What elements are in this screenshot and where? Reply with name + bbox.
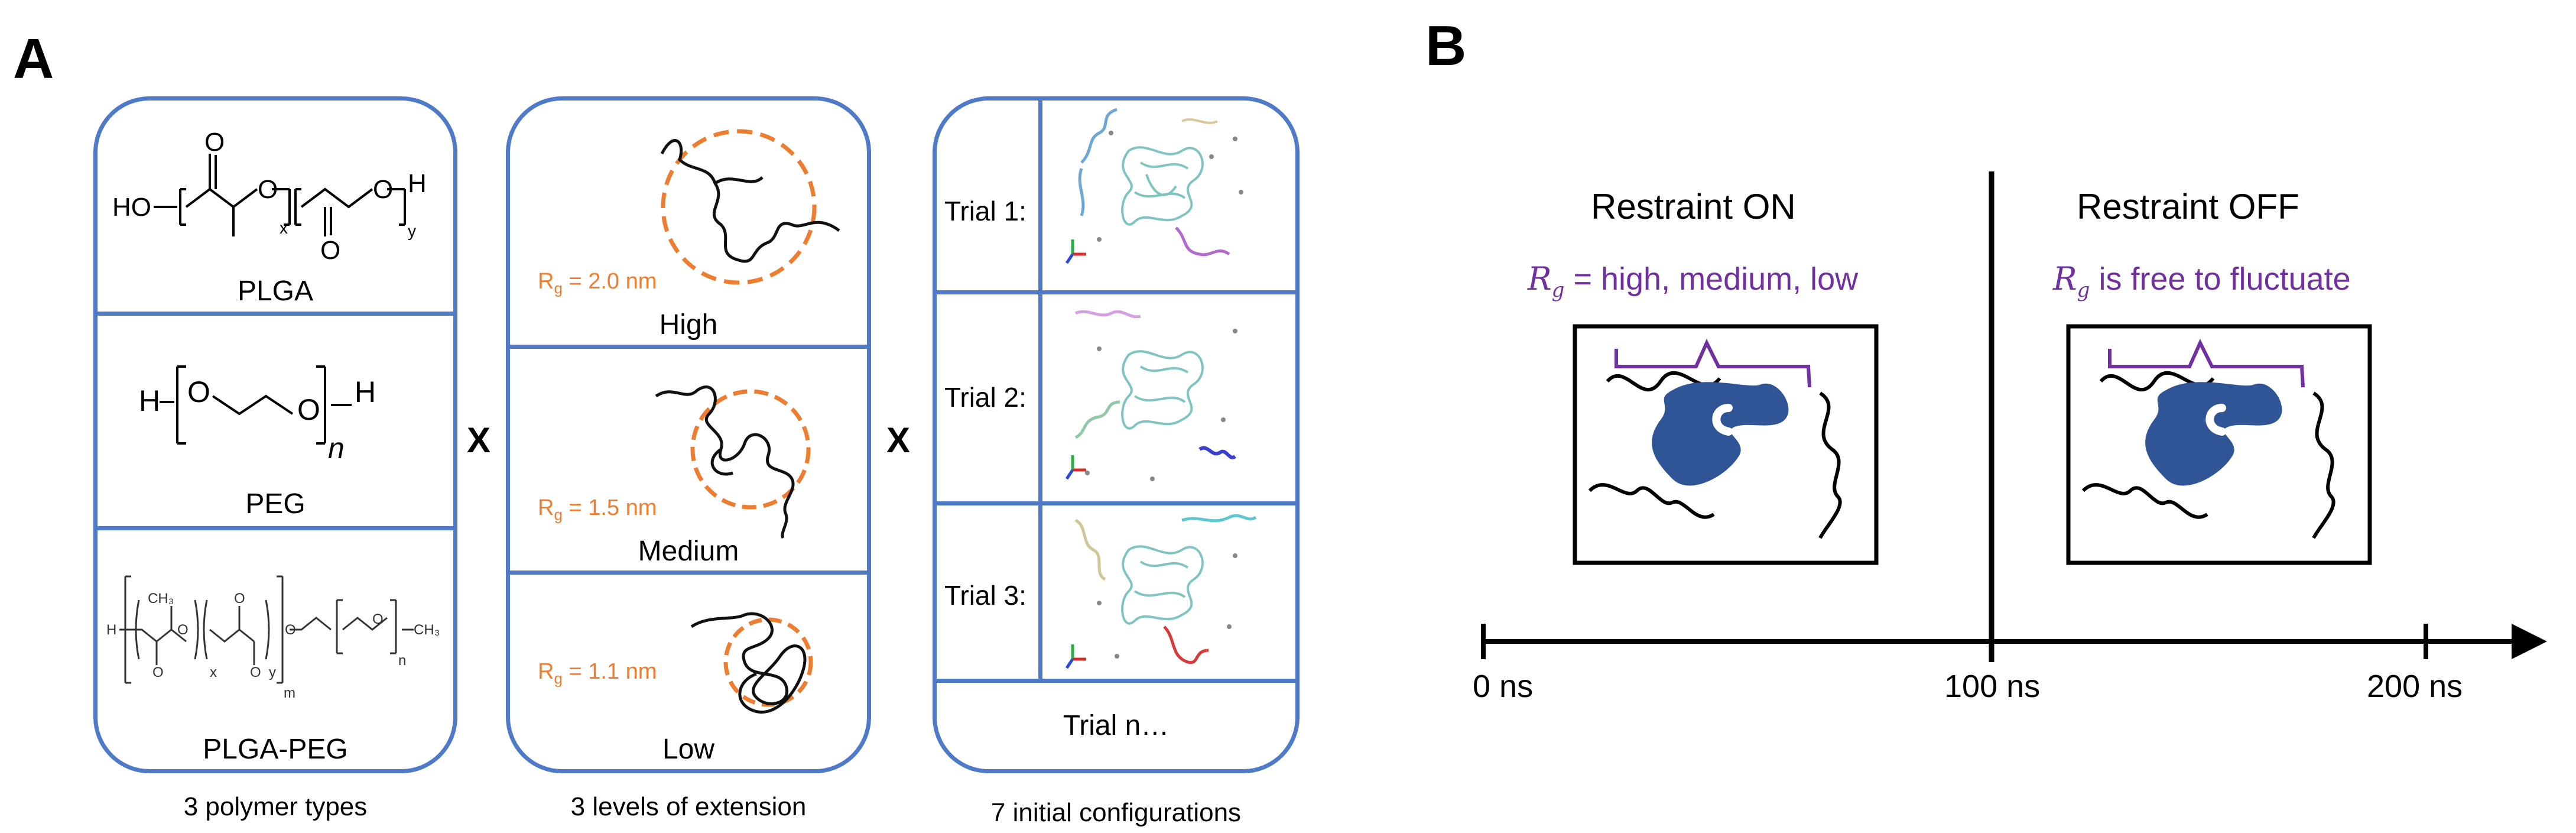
extension-label-medium: Medium (638, 536, 739, 567)
svg-text:n: n (398, 653, 406, 669)
svg-text:O: O (285, 622, 296, 638)
extension-levels-caption: 3 levels of extension (570, 792, 807, 821)
rg-low-value: Rg = 1.1 nm (538, 659, 657, 688)
polymer-divider-2 (95, 526, 456, 530)
svg-text:O: O (187, 375, 210, 409)
extension-divider-1 (508, 345, 869, 349)
svg-text:y: y (408, 222, 416, 240)
svg-text:x: x (280, 219, 288, 237)
configs-divider-2 (934, 501, 1298, 505)
svg-text:n: n (328, 432, 345, 465)
svg-text:O: O (234, 591, 245, 607)
polymer-divider-1 (95, 312, 456, 316)
initial-configs-box (933, 96, 1300, 773)
svg-text:H: H (408, 169, 427, 198)
times-symbol-2: X (886, 420, 911, 460)
plga-peg-structure-icon: H CH₃ O O x O O y m O O n CH₃ (106, 575, 440, 701)
svg-text:x: x (210, 665, 217, 680)
peg-structure-icon: H O O H n (139, 365, 376, 465)
restraint-off-title: Restraint OFF (2077, 187, 2299, 226)
configs-divider-3 (934, 679, 1298, 683)
svg-text:H: H (106, 622, 116, 638)
timeline-axis (1481, 624, 2547, 659)
trial-1-snapshot-image (1065, 108, 1243, 264)
trial-label-1: Trial 1: (944, 196, 1026, 226)
rg-high-value: Rg = 2.0 nm (538, 269, 657, 297)
times-symbol-1: X (467, 420, 491, 460)
extension-divider-2 (508, 571, 869, 575)
trial-3-snapshot-image (1065, 514, 1257, 669)
trial-n-label: Trial n… (1063, 710, 1170, 741)
svg-text:O: O (373, 175, 393, 204)
polymer-label-peg: PEG (245, 488, 306, 520)
polymer-label-plga: PLGA (237, 275, 314, 307)
restraint-off-simulation-box (2066, 324, 2372, 565)
timeline-label-200ns: 200 ns (2367, 669, 2463, 704)
initial-configs-caption: 7 initial configurations (990, 798, 1242, 827)
svg-text:CH₃: CH₃ (414, 622, 440, 638)
svg-text:O: O (297, 393, 320, 426)
rg-low-illustration (690, 612, 813, 714)
svg-text:m: m (284, 685, 295, 701)
svg-text:CH₃: CH₃ (148, 591, 174, 607)
restraint-on-simulation-box (1573, 324, 1879, 565)
rg-medium-value: Rg = 1.5 nm (538, 495, 657, 524)
svg-text:H: H (139, 384, 160, 417)
svg-text:O: O (320, 236, 340, 265)
extension-label-low: Low (662, 734, 715, 765)
polymer-types-caption: 3 polymer types (183, 792, 368, 821)
svg-text:O: O (258, 175, 278, 204)
plga-structure-icon: HO O O x O O H y (112, 128, 427, 265)
polymer-label-plga-peg: PLGA-PEG (203, 734, 348, 765)
panel-b-letter: B (1425, 14, 1467, 77)
extension-label-high: High (659, 309, 718, 341)
polymer-types-box (93, 96, 457, 773)
svg-text:O: O (250, 665, 261, 680)
timeline-label-100ns: 100 ns (1944, 669, 2041, 704)
rg-high-illustration (660, 129, 840, 285)
timeline-label-0ns: 0 ns (1473, 669, 1534, 704)
configs-vertical-divider (1038, 98, 1042, 680)
restraint-on-note: Rg = high, medium, low (1528, 260, 1859, 302)
svg-text:O: O (152, 665, 164, 680)
svg-text:HO: HO (112, 193, 151, 222)
svg-text:y: y (269, 665, 276, 680)
rg-medium-illustration (655, 385, 811, 539)
svg-text:O: O (204, 128, 225, 157)
panel-a-letter: A (13, 27, 54, 90)
trial-2-snapshot-image (1065, 310, 1237, 481)
trial-label-3: Trial 3: (944, 580, 1026, 611)
svg-text:O: O (372, 611, 384, 627)
restraint-off-note: Rg is free to fluctuate (2053, 260, 2351, 302)
configs-divider-1 (934, 290, 1298, 294)
restraint-on-title: Restraint ON (1591, 187, 1796, 226)
svg-text:O: O (177, 622, 189, 638)
trial-label-2: Trial 2: (944, 382, 1026, 413)
svg-text:H: H (355, 375, 376, 409)
phase-divider-line (1989, 171, 1994, 662)
